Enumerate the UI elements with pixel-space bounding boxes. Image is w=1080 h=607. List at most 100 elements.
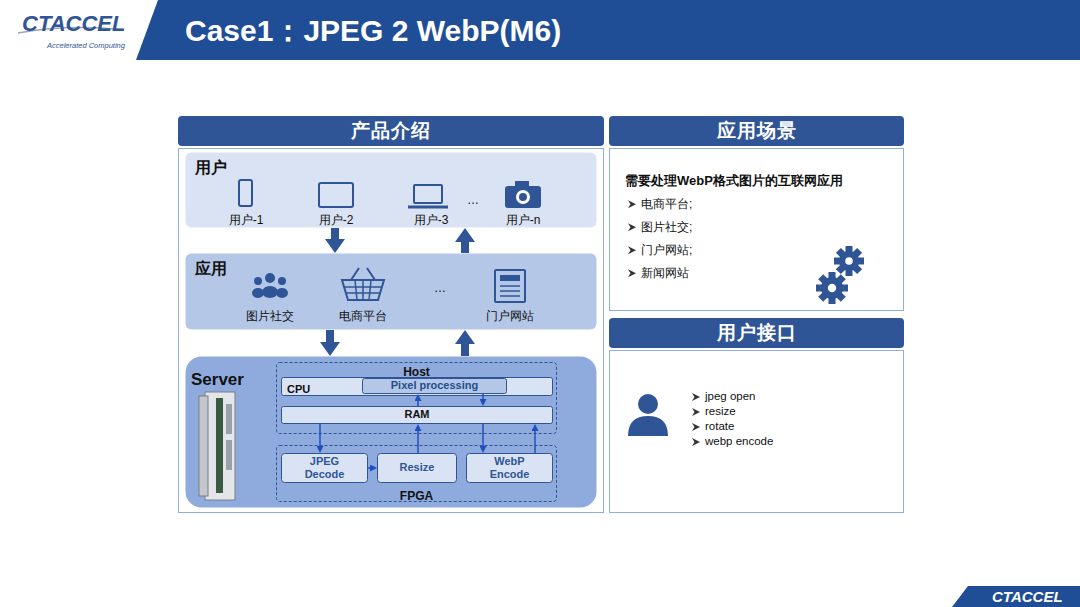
box-label: RAM [404, 408, 429, 421]
box-label: Resize [400, 461, 435, 474]
basket-body [342, 280, 384, 300]
text-slot: Pixel processing [391, 379, 478, 392]
bullet-mark [692, 393, 700, 401]
interface-panel: 用户接口 jpeg openresizerotatewebp encode [609, 318, 904, 513]
text-slot: 电商平台 [303, 306, 423, 324]
page-title: Case1：JPEG 2 WebP(M6) [185, 13, 561, 49]
bullet-item: 新闻网站 [641, 266, 689, 280]
text-slot: … [380, 278, 500, 296]
text-slot: WebP Encode [484, 455, 536, 481]
icon-label: 图片社交 [246, 309, 294, 323]
data-arrow [482, 424, 484, 447]
server-board [216, 398, 223, 493]
text-slot: 用户-n [463, 210, 583, 228]
panel-header: 应用场景 [609, 116, 904, 146]
data-arrow [319, 424, 321, 447]
band-label: 用户 [195, 158, 227, 177]
laptop-base [408, 206, 448, 209]
node-shape [282, 407, 553, 424]
basket-handle [351, 268, 375, 280]
box-label: CPU [287, 383, 310, 396]
panel-header: 用户接口 [609, 318, 904, 348]
process-box: JPEG Decode [281, 453, 368, 483]
text-slot: 用户-3 [371, 210, 491, 228]
box-label: WebP Encode [484, 455, 536, 481]
icon-label: 用户-2 [319, 213, 354, 227]
text-slot: RAM [404, 408, 429, 421]
host-group: HostCPU Pixel processingRAM [276, 362, 557, 434]
text-slot: 产品介绍 [178, 116, 604, 146]
text-slot: jpeg open [705, 386, 756, 404]
icon-label: 用户-n [506, 213, 541, 227]
gear-icons [816, 246, 864, 304]
bullet-mark [692, 438, 700, 446]
server-module [226, 440, 232, 470]
laptop-icon [414, 185, 442, 203]
panel-outline [610, 351, 904, 513]
basket-weave [345, 280, 381, 300]
text-slot: Server [191, 370, 244, 390]
bullet-mark [692, 408, 700, 416]
process-box: Resize [377, 453, 457, 483]
text-slot: JPEG Decode [299, 455, 351, 481]
news-headline [500, 275, 520, 281]
node-shape [467, 454, 553, 483]
person-head [254, 277, 262, 285]
gear-hole [828, 284, 836, 292]
text-slot: CPU [287, 379, 310, 397]
logo-text: CTACCEL [22, 11, 125, 37]
people-icon [252, 273, 288, 298]
process-box: WebP Encode [466, 453, 553, 483]
node-shape [186, 357, 597, 508]
server-band: Server HostCPU Pixel processingRAM FPGA JPEG… [185, 356, 597, 508]
node-shape [363, 379, 507, 394]
server-front [199, 396, 208, 496]
text-slot: Case1：JPEG 2 WebP(M6) [185, 13, 561, 49]
gear-body [821, 277, 843, 299]
box-label: Pixel processing [391, 379, 478, 392]
text-slot: Host [276, 362, 557, 380]
text-slot: Resize [400, 461, 435, 474]
text-slot: Accelerated Computing [47, 34, 125, 52]
text-slot: 图片社交; [641, 217, 692, 235]
user-body [628, 416, 668, 436]
bullet-item: rotate [705, 420, 734, 434]
text-slot: CTACCEL [22, 11, 125, 37]
gear-icon [834, 246, 864, 276]
bullet-item: 图片社交; [641, 220, 692, 234]
node-shape [277, 363, 557, 434]
data-arrow [417, 400, 419, 406]
panel-lead: 需要处理WebP格式图片的互联网应用 [625, 173, 843, 189]
bullet-mark [628, 246, 636, 254]
icon-label: 门户网站 [486, 309, 534, 323]
gear-body [839, 251, 859, 271]
text-slot: 门户网站 [450, 306, 570, 324]
flow-arrow [461, 343, 469, 356]
user-head [638, 394, 658, 414]
data-arrow [417, 430, 419, 453]
gear-hole [845, 257, 853, 265]
tablet-icon [319, 183, 353, 207]
bullet-item: resize [705, 405, 736, 419]
text-slot: 用户接口 [609, 318, 904, 348]
memory-box: RAM [281, 406, 553, 424]
basket-icon [342, 268, 384, 300]
group-label: FPGA [400, 489, 433, 503]
ellipsis: … [467, 193, 479, 207]
text-slot: 新闻网站 [641, 263, 689, 281]
bullet-item: webp encode [705, 435, 773, 449]
band-label: 应用 [195, 259, 227, 278]
logo-text: CTACCEL [992, 588, 1063, 606]
data-arrow [534, 430, 536, 453]
text-slot: 用户-1 [186, 210, 306, 228]
bullet-item: jpeg open [705, 390, 756, 404]
text-slot: 用户-2 [276, 210, 396, 228]
data-arrow [482, 394, 484, 400]
text-slot: rotate [705, 416, 734, 434]
node-fills [179, 149, 904, 513]
node-shape [186, 153, 597, 228]
product-panel: 产品介绍用户应用 Server HostCPU Pixel processingRAM… [178, 116, 604, 513]
